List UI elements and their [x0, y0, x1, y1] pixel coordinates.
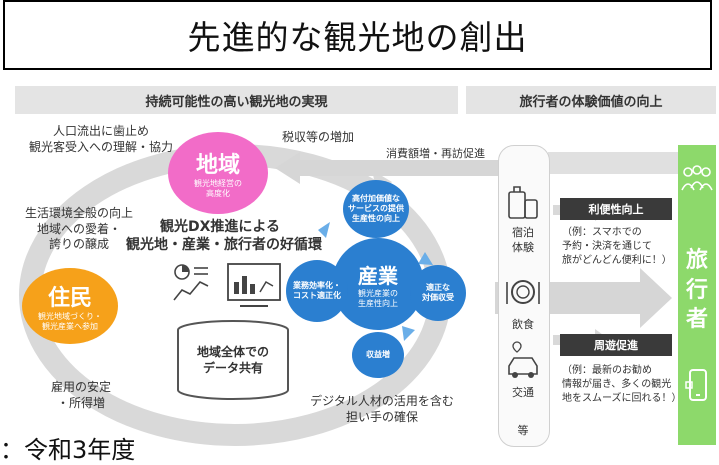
car-icon — [508, 341, 538, 378]
travel-item-etc: 等 — [517, 424, 529, 437]
note-tax: 税収等の増加 — [282, 130, 355, 144]
smartphone-icon — [685, 369, 707, 401]
luggage-icon — [508, 186, 538, 219]
monitor-chart-icon — [227, 263, 281, 307]
residents-subtitle: 観光地域づくり・ 観光産業へ参加 — [38, 312, 102, 331]
title-box: 先進的な観光地の創出 — [3, 0, 712, 70]
benefit-header-convenience-label: 利便性向上 — [588, 203, 644, 216]
satellite-top-label: 高付加価値な サービスの提供 生産性の向上 — [348, 194, 404, 223]
banner-traveler: 旅行者の体験価値の向上 — [466, 86, 716, 114]
arrow-to-region — [275, 152, 500, 184]
circle-residents: 住民 観光地域づくり・ 観光産業へ参加 — [22, 268, 118, 344]
banner-sustainable-label: 持続可能性の高い観光地の実現 — [145, 94, 328, 110]
note-outflow: 人口流出に歯止め 観光客受入への理解・協力 — [28, 124, 173, 154]
travel-icons — [506, 186, 540, 378]
satellite-bottom: 収益増 — [352, 332, 404, 378]
arrow-from-traveler — [548, 152, 680, 174]
travel-item-food: 飲食 — [512, 318, 534, 331]
satellite-bottom-label: 収益増 — [366, 350, 390, 359]
benefit-header-convenience: 利便性向上 — [560, 198, 672, 220]
note-spending: 消費額増・再訪促進 — [386, 147, 485, 160]
traveler-label: 旅 行 者 — [685, 248, 708, 333]
footnote: ：令和3年度 — [0, 436, 136, 464]
residents-title: 住民 — [47, 286, 92, 312]
benefit-text-convenience: （例：スマホでの 予約・決済を通じて 旅がどんどん便利に！） — [562, 227, 672, 266]
industry-title: 産業 — [358, 263, 398, 288]
travel-item-transport: 交通 — [512, 386, 534, 399]
banner-sustainable: 持続可能性の高い観光地の実現 — [15, 86, 458, 114]
region-title: 地域 — [195, 153, 240, 179]
satellite-right: 適正な 対価収受 — [410, 265, 466, 321]
note-living: 生活環境全般の向上 地域への愛着・ 誇りの醸成 — [24, 206, 133, 252]
satellite-right-label: 適正な 対価収受 — [422, 283, 454, 302]
note-employment: 雇用の安定 ・所得増 — [50, 380, 111, 410]
dish-icon — [506, 280, 540, 304]
banner-traveler-label: 旅行者の体験価値の向上 — [519, 94, 663, 110]
industry-subtitle: 観光産業の 生産性向上 — [358, 288, 398, 308]
benefit-header-touring: 周遊促進 — [560, 334, 672, 356]
region-subtitle: 観光地経営の 高度化 — [194, 179, 242, 198]
industry-arrow-1 — [318, 222, 330, 238]
travel-item-stay: 宿泊 体験 — [512, 226, 534, 254]
analytics-icon — [173, 264, 209, 301]
satellite-left-label: 業務効率化・ コスト適正化 — [293, 281, 341, 300]
people-icon — [681, 165, 713, 191]
center-heading: 観光DX推進による — [160, 219, 280, 235]
data-cylinder-label: 地域全体での データ共有 — [196, 345, 269, 375]
benefit-text-touring: （例：最新のお勧め 情報が届き、多くの観光 地をスムーズに回れる！） — [562, 365, 682, 404]
satellite-left: 業務効率化・ コスト適正化 — [286, 260, 348, 322]
center-subheading: 観光地・産業・旅行者の好循環 — [126, 237, 322, 253]
data-cylinder-icon — [177, 320, 289, 400]
satellite-top: 高付加価値な サービスの提供 生産性の向上 — [343, 180, 409, 238]
page-title: 先進的な観光地の創出 — [187, 18, 528, 57]
benefit-header-touring-label: 周遊促進 — [594, 339, 638, 352]
note-digital: デジタル人材の活用を含む 担い手の確保 — [310, 394, 454, 424]
industry-arrow-3 — [402, 326, 415, 341]
dx-icons — [173, 263, 281, 307]
circle-region: 地域 観光地経営の 高度化 — [168, 132, 268, 214]
industry-arrow-2 — [418, 252, 433, 265]
